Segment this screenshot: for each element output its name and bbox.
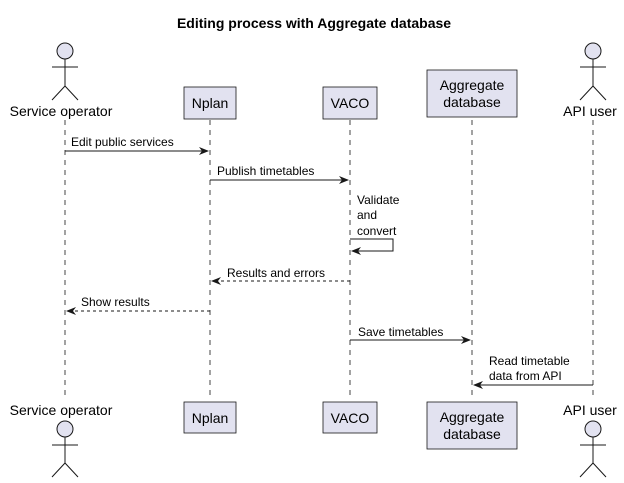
message-read-timetable-data: Read timetable data from API — [473, 354, 593, 389]
actor-service-operator-bottom: Service operator — [10, 402, 113, 478]
message-label-line3: convert — [357, 224, 397, 238]
message-edit-public-services: Edit public services — [65, 135, 209, 155]
actor-label: Service operator — [10, 402, 113, 418]
participant-label-line2: database — [443, 426, 501, 442]
message-label-line2: data from API — [489, 369, 562, 383]
actor-head-icon — [584, 420, 602, 438]
actor-api-user-bottom: API user — [563, 402, 617, 478]
message-label: Save timetables — [358, 325, 443, 339]
participant-label: VACO — [331, 95, 370, 111]
actor-api-user-top: API user — [563, 42, 617, 119]
message-label: Show results — [81, 295, 150, 309]
actor-service-operator-top: Service operator — [10, 42, 113, 119]
actor-label: Service operator — [10, 103, 113, 119]
actor-head-icon — [56, 42, 74, 60]
participant-aggregate-database-bottom: Aggregate database — [426, 401, 518, 450]
participant-nplan-bottom: Nplan — [183, 401, 237, 434]
participant-label: Nplan — [192, 410, 229, 426]
participant-label-line1: Aggregate — [440, 77, 505, 93]
participant-label: Nplan — [192, 95, 229, 111]
message-label: Edit public services — [71, 135, 174, 149]
participant-vaco-top: VACO — [322, 86, 378, 120]
actor-label: API user — [563, 103, 617, 119]
participant-label-line2: database — [443, 94, 501, 110]
actor-label: API user — [563, 402, 617, 418]
diagram-title: Editing process with Aggregate database — [177, 15, 451, 31]
actor-head-icon — [56, 420, 74, 438]
message-validate-and-convert: Validate and convert — [350, 193, 400, 255]
participant-nplan-top: Nplan — [183, 86, 237, 120]
participant-aggregate-database-top: Aggregate database — [426, 69, 518, 118]
message-save-timetables: Save timetables — [350, 325, 471, 344]
message-results-and-errors: Results and errors — [211, 266, 350, 285]
actor-head-icon — [584, 42, 602, 60]
message-label-line2: and — [357, 208, 377, 222]
message-show-results: Show results — [66, 295, 210, 315]
message-label: Publish timetables — [217, 164, 314, 178]
message-label: Results and errors — [227, 266, 325, 280]
message-label-line1: Read timetable — [489, 354, 570, 368]
participant-label-line1: Aggregate — [440, 409, 505, 425]
participant-vaco-bottom: VACO — [322, 401, 378, 434]
message-publish-timetables: Publish timetables — [210, 164, 349, 184]
message-label-line1: Validate — [357, 193, 400, 207]
participant-label: VACO — [331, 410, 370, 426]
